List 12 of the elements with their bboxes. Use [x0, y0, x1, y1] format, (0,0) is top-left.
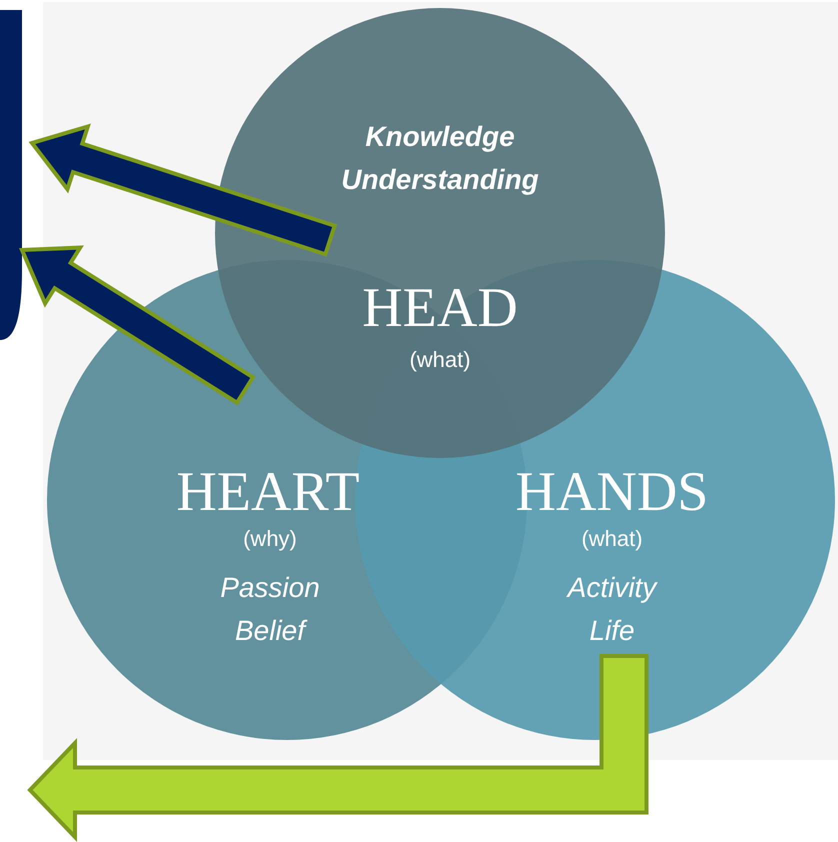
block-arrow	[28, 123, 338, 257]
subtitle-text: (what)	[580, 525, 644, 553]
heading-text: HEART	[175, 462, 361, 524]
keyword-text: Knowledge Understanding	[340, 120, 540, 198]
keyword-text: Activity Life	[565, 571, 659, 648]
heading-text: HANDS	[514, 462, 710, 524]
keyword-text: Passion Belief	[219, 571, 321, 648]
block-arrow	[27, 654, 648, 842]
heading-text: HEAD	[361, 278, 519, 340]
block-arrow	[19, 245, 256, 406]
subtitle-text: (why)	[242, 525, 298, 553]
subtitle-text: (what)	[408, 346, 472, 374]
